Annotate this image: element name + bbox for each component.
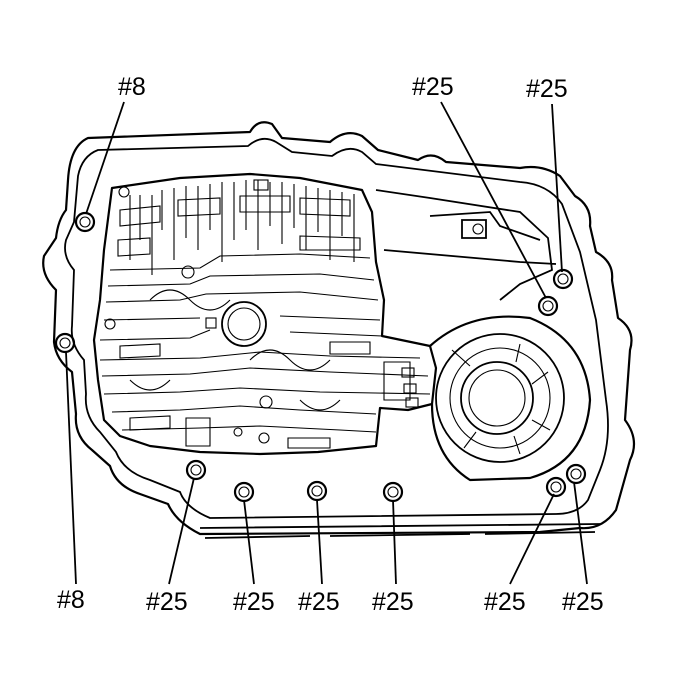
valve-body-center-bore <box>221 301 267 347</box>
bolt-25-bottom-5 <box>545 476 567 498</box>
callout-top-right: #25 <box>526 75 568 103</box>
bolt-25-bottom-4 <box>382 481 404 503</box>
leader-lines <box>65 101 588 585</box>
bolt-25-bottom-3 <box>306 480 328 502</box>
bolt-25-mid-top <box>537 295 559 317</box>
case-outer-outline <box>42 121 636 536</box>
bolt-25-bottom-1 <box>185 459 207 481</box>
output-shaft-housing <box>429 315 592 482</box>
valve-body-passages <box>99 179 431 449</box>
callout-top-left: #8 <box>118 73 146 101</box>
callout-bottom-2: #25 <box>233 588 275 616</box>
upper-right-housing <box>375 189 557 301</box>
valve-body-outline <box>92 172 438 456</box>
callout-top-mid: #25 <box>412 73 454 101</box>
callout-left-low: #8 <box>57 586 85 614</box>
bolt-25-bottom-6 <box>565 463 587 485</box>
bolt-8-left <box>54 332 76 354</box>
bolt-group <box>54 211 587 503</box>
callout-bottom-4: #25 <box>372 588 414 616</box>
callout-bottom-6: #25 <box>562 588 604 616</box>
case-inner-outline <box>64 137 609 519</box>
bracket-bolt <box>472 223 484 235</box>
bolt-25-right-top <box>552 268 574 290</box>
bolt-25-bottom-2 <box>233 481 255 503</box>
callout-bottom-1: #25 <box>146 588 188 616</box>
callout-bottom-5: #25 <box>484 588 526 616</box>
bolt-8-top <box>74 211 96 233</box>
bottom-rail <box>199 523 601 539</box>
callout-bottom-3: #25 <box>298 588 340 616</box>
